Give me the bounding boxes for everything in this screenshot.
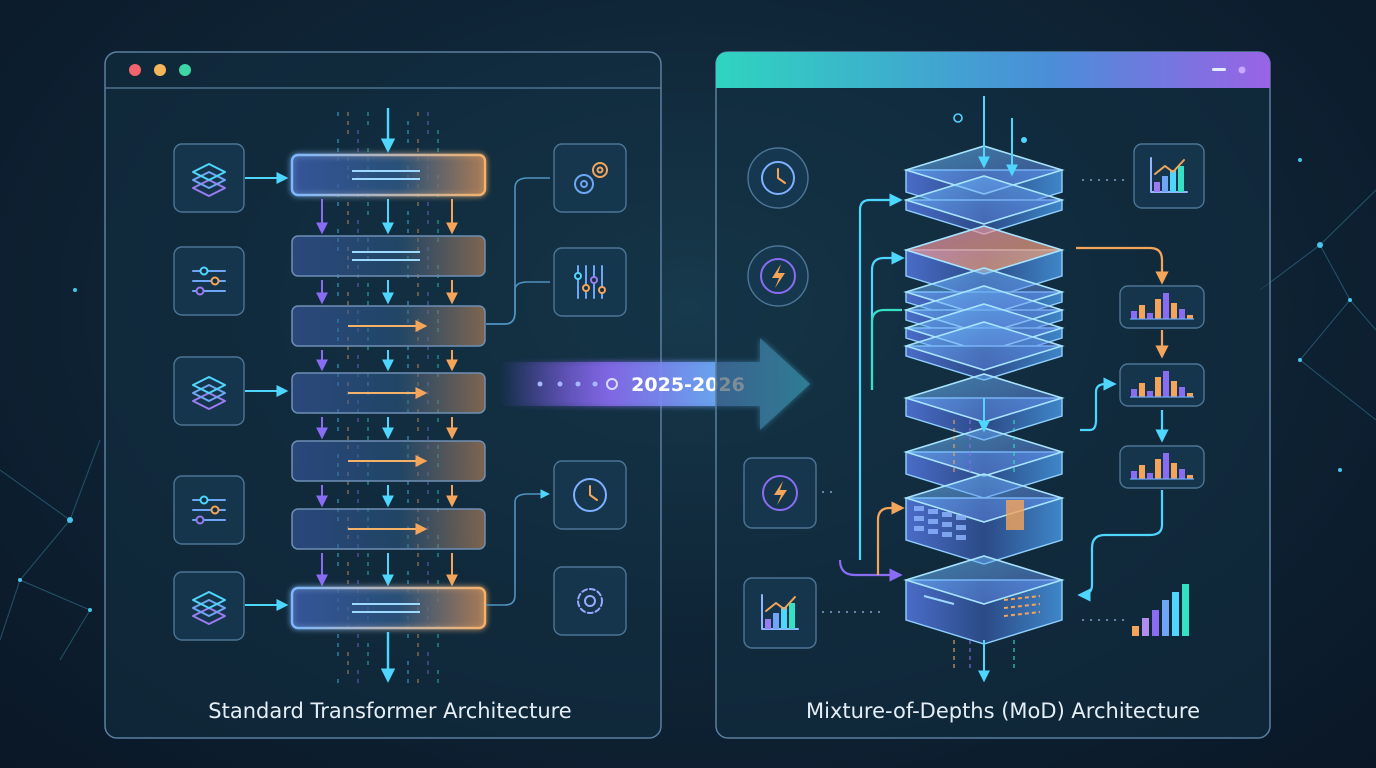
layers-icon-tile-0 (173, 143, 245, 213)
network-decoration-left (0, 439, 101, 661)
right-panel-caption: Mixture-of-Depths (MoD) Architecture (806, 699, 1200, 723)
transformer-layer (291, 508, 486, 587)
transformer-layers (290, 108, 487, 683)
layers-icon (192, 591, 226, 625)
window-close-dot[interactable] (129, 64, 141, 76)
lightning-icon-tile-2 (743, 457, 817, 529)
transformer-layer (290, 586, 487, 630)
stack-base (903, 555, 1065, 645)
gear-icon (577, 588, 603, 614)
layers-icon (192, 376, 226, 410)
gears-icon-tile-0 (553, 143, 627, 213)
equalizer-icon-tile-1 (553, 247, 627, 317)
output-connectors (486, 177, 550, 606)
sliders-icon-tile-3 (173, 475, 245, 545)
growth-bars-4 (1132, 584, 1189, 636)
layers-icon (192, 163, 226, 197)
right-panel: Mixture-of-Depths (MoD) Architecture (715, 51, 1271, 739)
window-minimize-button[interactable] (1212, 68, 1226, 71)
chart-growth-icon-tile-3 (743, 577, 817, 649)
transition-dots (537, 381, 598, 387)
stack-block (903, 473, 1065, 565)
bar-chart-icon (1130, 371, 1194, 398)
clock-icon-tile-2 (553, 460, 627, 530)
transformer-layer (291, 372, 486, 440)
gear-icon-tile-3 (553, 566, 627, 636)
network-nodes (18, 158, 1352, 612)
bar-chart-icon-tile-3 (1119, 445, 1205, 489)
transformer-layer (291, 440, 486, 508)
left-panel-caption: Standard Transformer Architecture (208, 699, 571, 723)
sliders-icon (192, 266, 226, 296)
network-decoration-right (1259, 189, 1376, 421)
bar-chart-icon (1130, 293, 1194, 320)
lightning-icon (760, 258, 796, 294)
equalizer-icon (574, 265, 606, 299)
transformer-layer (291, 235, 486, 305)
clock-icon (761, 161, 795, 195)
routing-paths (838, 193, 1169, 602)
mod-layer-stack (903, 96, 1065, 683)
layers-icon-tile-2 (173, 356, 245, 426)
sliders-icon-tile-1 (173, 246, 245, 316)
clock-icon-badge-0 (747, 147, 809, 209)
lightning-icon (762, 475, 798, 511)
lightning-icon-badge-1 (747, 245, 809, 307)
dotted-links (822, 179, 1128, 621)
bar-chart-icon-tile-2 (1119, 363, 1205, 407)
stack-layer (903, 321, 1065, 381)
chart-growth-icon (1150, 157, 1188, 193)
stack-layer (903, 175, 1065, 235)
right-window-header (716, 52, 1270, 88)
window-minimize-dot[interactable] (154, 64, 166, 76)
input-connectors (245, 172, 289, 611)
chart-growth-icon-tile-0 (1133, 143, 1205, 209)
transformer-layer (290, 153, 487, 235)
window-maximize-dot[interactable] (179, 64, 191, 76)
bar-chart-icon (1130, 453, 1194, 480)
chart-growth-icon (761, 594, 799, 630)
gears-icon (574, 162, 608, 194)
layers-icon-tile-4 (173, 571, 245, 641)
window-menu-dot[interactable] (1238, 66, 1246, 74)
transformer-layer (291, 305, 486, 372)
clock-icon (573, 478, 607, 512)
bar-chart-icon-tile-1 (1119, 285, 1205, 329)
sliders-icon (192, 495, 226, 525)
left-panel: Standard Transformer Architecture (104, 51, 662, 739)
